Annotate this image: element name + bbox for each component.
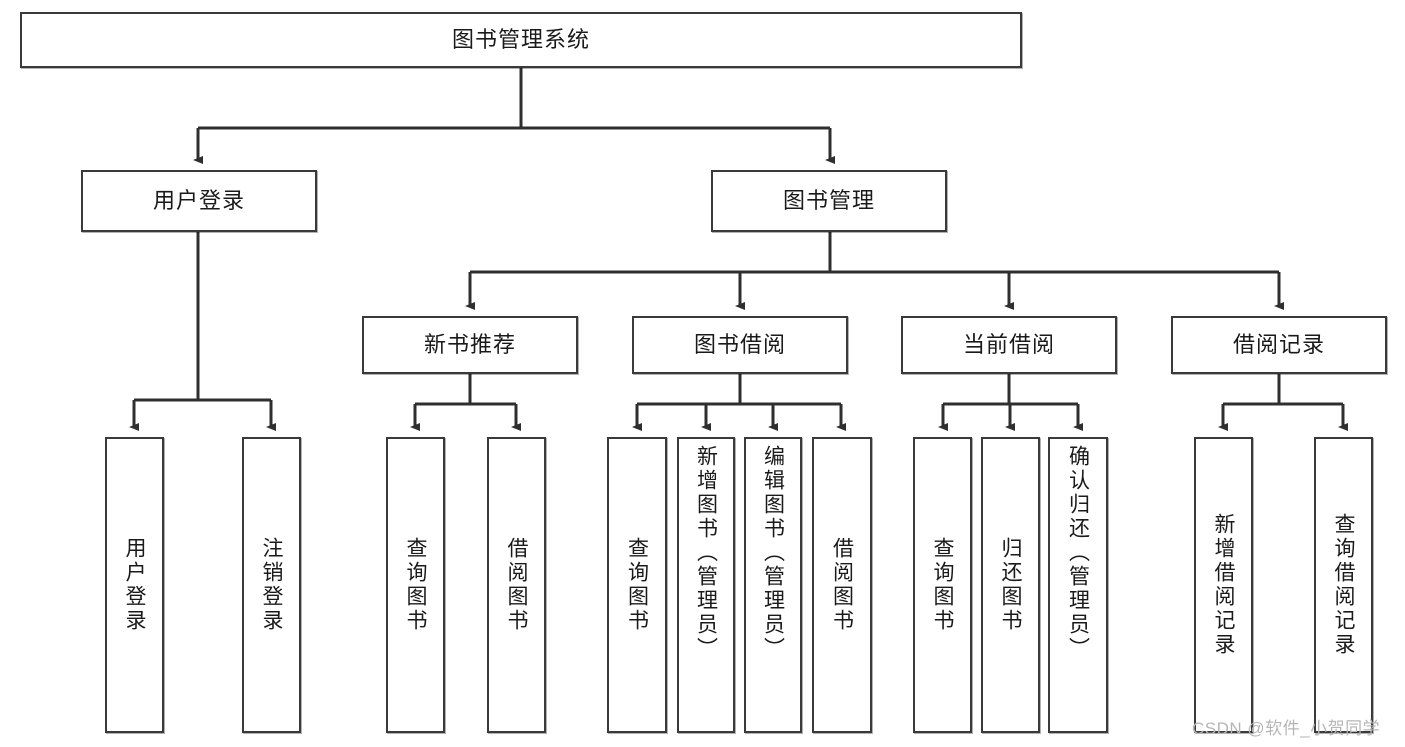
- leaf-book-borrow-borrow[interactable]: 借阅图书: [812, 437, 872, 733]
- leaf-book-borrow-edit[interactable]: 编辑图书（管理员）: [744, 437, 802, 733]
- node-book-management[interactable]: 图书管理: [711, 170, 947, 232]
- node-user-login[interactable]: 用户登录: [81, 170, 317, 232]
- leaf-user-login-login[interactable]: 用户登录: [105, 437, 164, 733]
- node-book-borrow[interactable]: 图书借阅: [632, 316, 848, 374]
- node-label: 图书借阅: [693, 332, 786, 358]
- leaf-book-borrow-query[interactable]: 查询图书: [607, 437, 667, 733]
- node-label: 注销登录: [260, 537, 283, 633]
- node-label: 查询图书: [625, 537, 649, 633]
- leaf-new-book-query[interactable]: 查询图书: [386, 437, 445, 733]
- leaf-current-borrow-query[interactable]: 查询图书: [913, 437, 972, 733]
- node-label: 用户登录: [152, 188, 245, 214]
- leaf-user-login-logout[interactable]: 注销登录: [242, 437, 301, 733]
- node-borrow-record[interactable]: 借阅记录: [1171, 316, 1387, 374]
- node-label: 查询借阅记录: [1332, 513, 1355, 657]
- node-root-system[interactable]: 图书管理系统: [20, 12, 1022, 68]
- node-new-book-recommend[interactable]: 新书推荐: [362, 316, 578, 374]
- leaf-current-borrow-return[interactable]: 归还图书: [981, 437, 1040, 733]
- leaf-book-borrow-add[interactable]: 新增图书（管理员）: [677, 437, 735, 733]
- node-label: 用户登录: [123, 537, 146, 633]
- leaf-borrow-record-query[interactable]: 查询借阅记录: [1314, 437, 1373, 733]
- node-label: 查询图书: [404, 537, 427, 633]
- node-label: 确认归还（管理员）: [1066, 445, 1090, 661]
- node-label: 新增图书（管理员）: [694, 445, 718, 661]
- node-label: 图书管理系统: [451, 27, 590, 53]
- node-label: 借阅图书: [830, 537, 854, 633]
- leaf-new-book-borrow[interactable]: 借阅图书: [487, 437, 546, 733]
- node-label: 归还图书: [999, 537, 1022, 633]
- node-label: 查询图书: [931, 537, 954, 633]
- node-label: 借阅图书: [505, 537, 528, 633]
- node-label: 编辑图书（管理员）: [761, 445, 785, 661]
- leaf-current-borrow-confirm-return[interactable]: 确认归还（管理员）: [1048, 437, 1108, 733]
- csdn-watermark: CSDN @软件_小贺同学: [1192, 719, 1381, 738]
- node-label: 借阅记录: [1232, 332, 1325, 358]
- node-label: 新书推荐: [423, 332, 516, 358]
- leaf-borrow-record-add[interactable]: 新增借阅记录: [1194, 437, 1253, 733]
- node-label: 当前借阅: [962, 332, 1055, 358]
- node-current-borrow[interactable]: 当前借阅: [901, 316, 1117, 374]
- node-label: 新增借阅记录: [1212, 513, 1235, 657]
- node-label: 图书管理: [782, 188, 875, 214]
